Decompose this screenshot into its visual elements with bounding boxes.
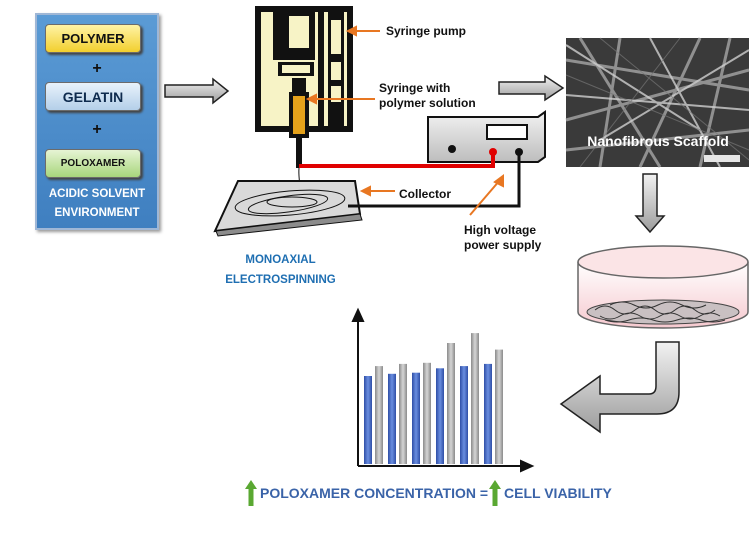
solvent-line-1: ACIDIC SOLVENT (48, 188, 146, 200)
bar-grey (375, 366, 383, 464)
method-label-line-2: ELECTROSPINNING (225, 274, 336, 286)
bar-grey (495, 349, 503, 464)
solvent-line-2: ENVIRONMENT (54, 207, 140, 219)
caption: POLOXAMER CONCENTRATION = CELL VIABILITY (244, 479, 612, 507)
bar-blue (388, 373, 396, 464)
caption-right: CELL VIABILITY (504, 485, 612, 501)
bar-chart-bars (364, 333, 503, 464)
high-voltage-supply (427, 110, 546, 163)
up-arrow-icon (489, 480, 502, 506)
poloxamer-pill: POLOXAMER (45, 149, 141, 178)
solvent-label: ACIDIC SOLVENT ENVIRONMENT (37, 185, 157, 223)
hv-label-line-1: High voltage (464, 223, 537, 237)
gelatin-pill: GELATIN (45, 82, 141, 111)
method-label-line-1: MONOAXIAL (245, 254, 316, 266)
syringe-pump (255, 6, 353, 168)
collector-label: Collector (399, 187, 452, 201)
plus-sign: + (92, 60, 102, 77)
method-label: MONOAXIAL ELECTROSPINNING (213, 250, 348, 290)
arrow-to-dish (634, 173, 666, 234)
bar-blue (460, 366, 468, 464)
ingredients-panel: POLYMER + GELATIN + POLOXAMER ACIDIC SOL… (35, 13, 159, 230)
petri-dish (577, 245, 749, 329)
syringe-pump-label: Syringe pump (386, 24, 467, 38)
caption-left: POLOXAMER CONCENTRATION = (260, 485, 489, 501)
hv-label-line-2: power supply (464, 238, 542, 252)
bar-grey (423, 362, 431, 464)
up-arrow-icon (245, 480, 257, 506)
polymer-pill: POLYMER (45, 24, 141, 53)
bar-blue (364, 376, 372, 464)
curved-arrow-to-chart (559, 341, 680, 434)
leader-arrows (305, 25, 504, 216)
scaffold-sem-image (565, 37, 750, 168)
scaffold-label: Nanofibrous Scaffold (587, 133, 729, 149)
arrow-to-pump (164, 77, 230, 105)
arrow-to-scaffold (498, 74, 565, 102)
plus-sign: + (92, 121, 102, 138)
collector-plate (213, 180, 363, 237)
bar-grey (447, 343, 455, 464)
bar-grey (471, 333, 479, 464)
syringe-label: Syringe with polymer solution (379, 81, 476, 111)
bar-grey (399, 363, 407, 464)
chart-axes (351, 307, 535, 473)
wires (299, 152, 521, 208)
high-voltage-label: High voltage power supply (464, 223, 541, 253)
bar-blue (436, 368, 444, 464)
bar-blue (412, 372, 420, 464)
bar-blue (484, 363, 492, 464)
syringe-label-line-1: Syringe with (379, 81, 451, 95)
syringe-label-line-2: polymer solution (379, 96, 476, 110)
